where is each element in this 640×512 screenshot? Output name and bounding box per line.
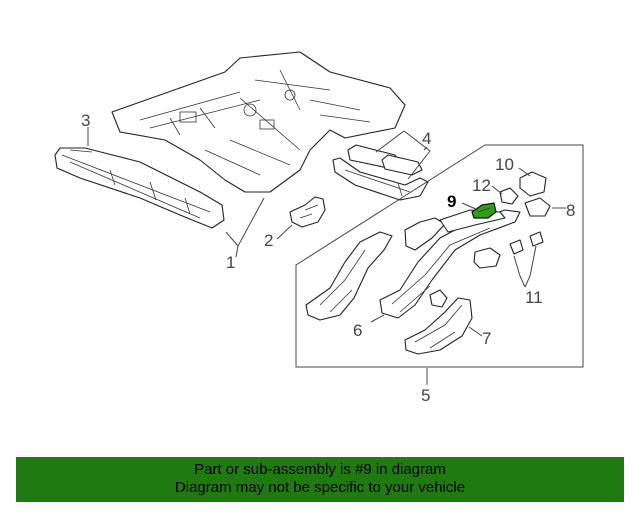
callout-10: 10 (495, 155, 514, 174)
assembly-5-box (295, 144, 584, 368)
info-banner: Part or sub-assembly is #9 in diagram Di… (16, 457, 624, 502)
callout-numbers: 1 2 3 4 5 6 7 8 9 10 11 12 (81, 111, 575, 405)
leader-lines (87, 127, 566, 385)
frame-extension-7-part[interactable] (404, 297, 473, 355)
callout-4: 4 (422, 129, 431, 148)
parts-diagram: 1 2 3 4 5 6 7 8 9 10 11 12 (54, 51, 584, 405)
bracket-2-part[interactable] (289, 196, 326, 228)
callout-8: 8 (566, 201, 575, 220)
floor-pan-part[interactable] (111, 51, 406, 193)
callout-9: 9 (447, 192, 456, 211)
bracket-10-part[interactable] (519, 171, 547, 197)
banner-line-2: Diagram may not be specific to your vehi… (174, 479, 466, 496)
rear-crossmember-part[interactable] (332, 144, 429, 201)
bracket-8-part[interactable] (524, 197, 551, 217)
callout-11: 11 (525, 288, 543, 307)
side-sill-part[interactable] (54, 147, 225, 229)
callout-7: 7 (482, 329, 491, 348)
callout-12: 12 (472, 176, 491, 195)
small-bracket-part[interactable] (429, 247, 501, 308)
banner-line-1: Part or sub-assembly is #9 in diagram (194, 461, 446, 478)
callout-5: 5 (421, 386, 430, 405)
highlighted-part-9[interactable] (471, 202, 497, 219)
clip-11-part[interactable] (509, 231, 544, 255)
callout-3: 3 (81, 111, 90, 130)
bracket-12-part[interactable] (499, 187, 519, 205)
callout-6: 6 (353, 321, 362, 340)
callout-2: 2 (264, 231, 273, 250)
callout-1: 1 (226, 253, 235, 272)
